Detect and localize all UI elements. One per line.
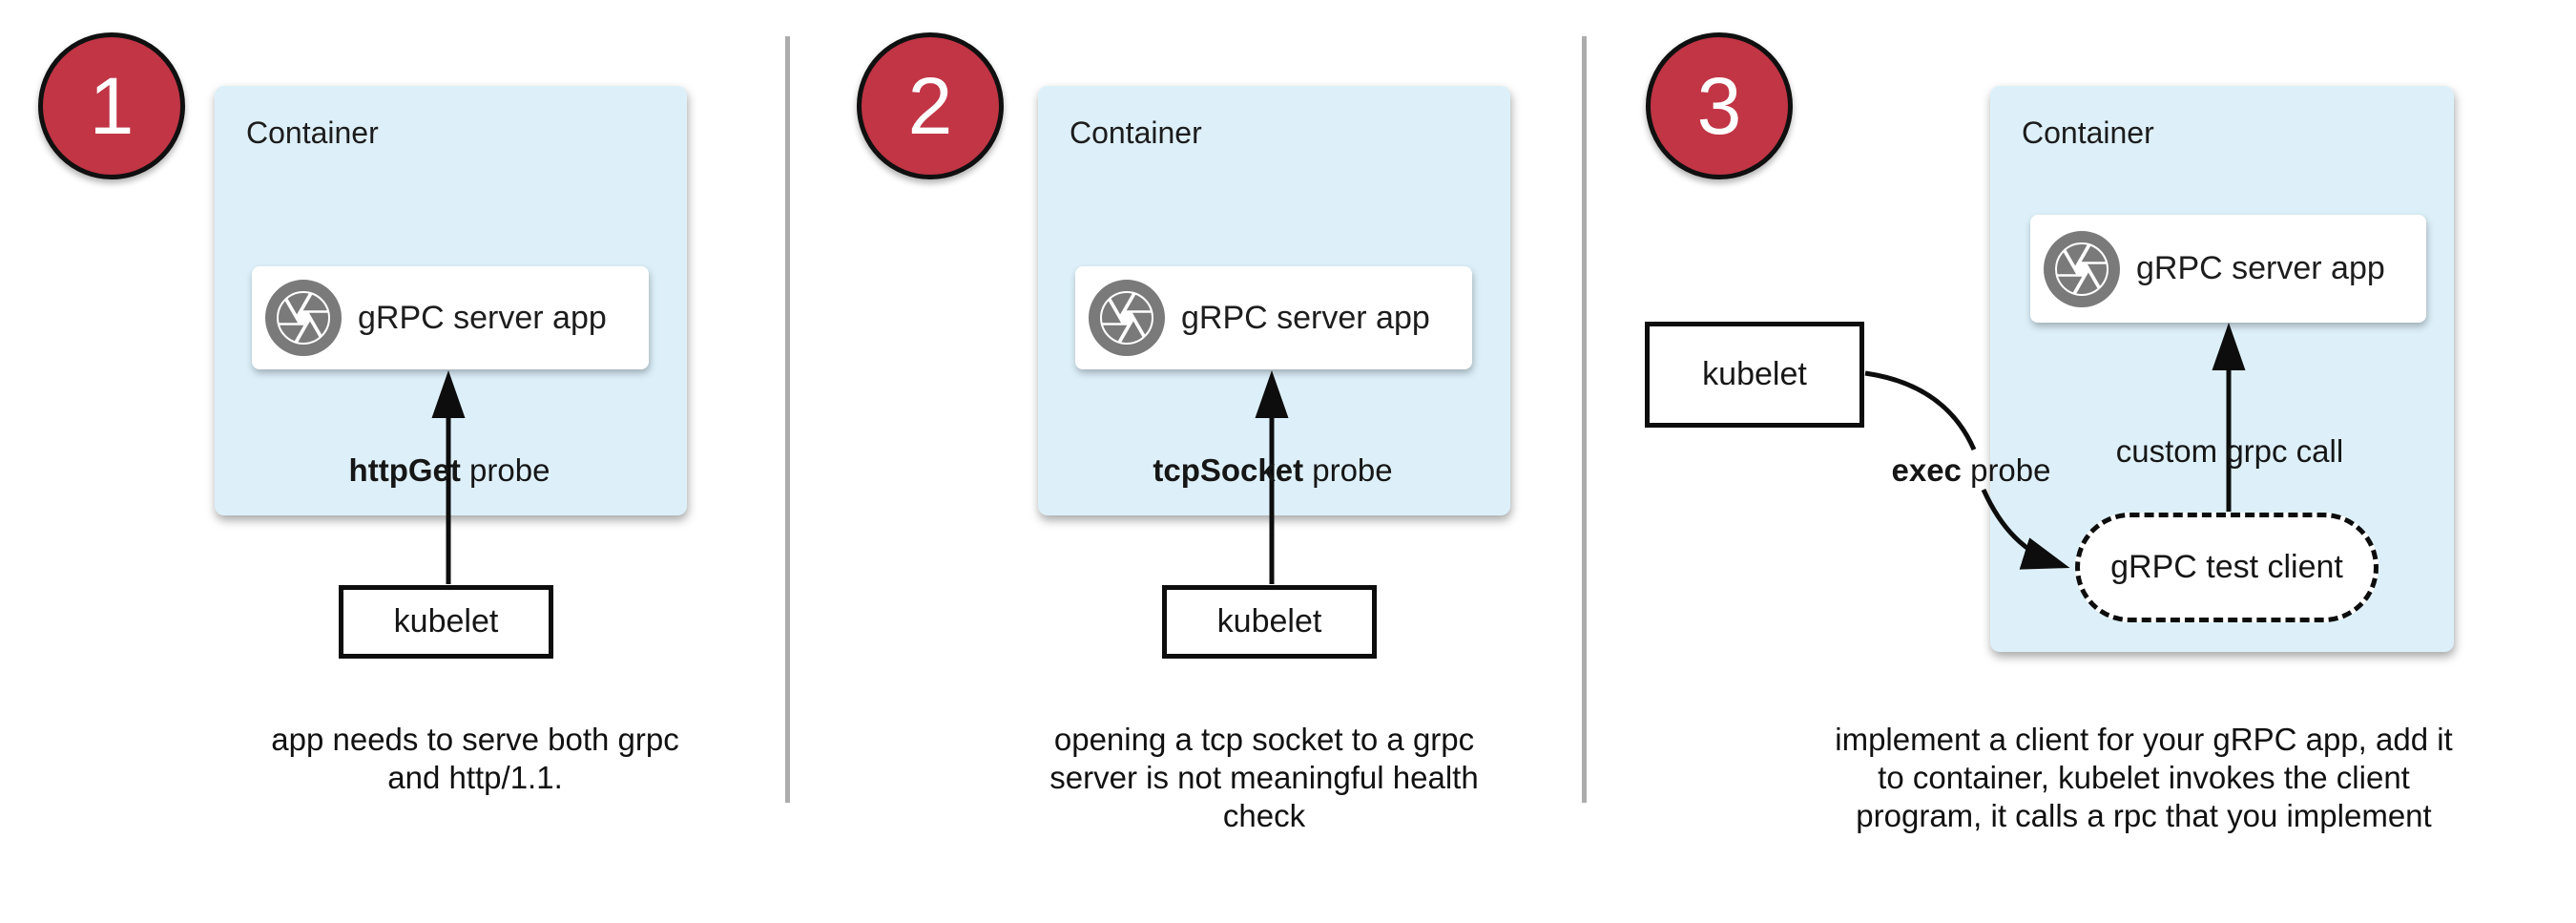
kubelet-label-1: kubelet — [393, 603, 499, 640]
caption-1-line-1: app needs to serve both grpc — [271, 722, 679, 757]
grpc-server-app-box-1: gRPC server app — [252, 266, 649, 369]
grpc-server-app-label-1: gRPC server app — [358, 299, 607, 336]
grpc-server-app-box-2: gRPC server app — [1075, 266, 1472, 369]
caption-3-line-2: to container, kubelet invokes the client — [1878, 760, 2410, 795]
kubelet-box-3: kubelet — [1645, 322, 1864, 428]
caption-3-line-3: program, it calls a rpc that you impleme… — [1856, 798, 2432, 833]
kubelet-label-2: kubelet — [1216, 603, 1322, 640]
container-label-1: Container — [246, 115, 379, 150]
kubelet-label-3: kubelet — [1702, 356, 1807, 392]
probe-label-3-rest: probe — [1961, 452, 2051, 488]
container-label-2: Container — [1070, 115, 1202, 150]
probe-label-1-bold: httpGet — [348, 452, 461, 488]
grpc-server-app-box-3: gRPC server app — [2030, 215, 2426, 323]
caption-2-line-1: opening a tcp socket to a grpc — [1053, 722, 1475, 757]
camera-aperture-icon — [2044, 230, 2120, 307]
caption-1-line-2: and http/1.1. — [387, 760, 563, 795]
grpc-test-client-label: gRPC test client — [2110, 549, 2343, 585]
grpc-server-app-label-2: gRPC server app — [1181, 299, 1430, 336]
caption-2: opening a tcp socket to a grpc server is… — [1016, 721, 1512, 835]
panel-divider-1 — [785, 36, 790, 803]
step-1-number: 1 — [89, 60, 135, 151]
custom-grpc-call-label: custom grpc call — [2115, 433, 2344, 469]
container-label-3: Container — [2022, 115, 2154, 150]
exec-probe-arrow-upper — [1864, 370, 1977, 451]
camera-aperture-icon — [265, 280, 342, 356]
panel-divider-2 — [1582, 36, 1587, 803]
step-3-number: 3 — [1696, 60, 1742, 151]
step-3-badge: 3 — [1646, 32, 1793, 179]
probe-label-2-rest: probe — [1303, 452, 1393, 488]
probe-label-1: httpGet probe — [349, 451, 551, 490]
caption-1: app needs to serve both grpc and http/1.… — [237, 721, 714, 797]
caption-2-line-2: server is not meaningful health — [1049, 760, 1479, 795]
probe-label-2: tcpSocket probe — [1153, 451, 1392, 490]
step-2-number: 2 — [907, 60, 953, 151]
caption-3: implement a client for your gRPC app, ad… — [1810, 721, 2478, 835]
grpc-server-app-label-3: gRPC server app — [2136, 250, 2385, 286]
caption-3-line-1: implement a client for your gRPC app, ad… — [1835, 722, 2453, 757]
probe-label-2-bold: tcpSocket — [1153, 452, 1304, 488]
probe-label-3-bold: exec — [1891, 452, 1962, 488]
kubelet-box-2: kubelet — [1162, 585, 1377, 659]
step-1-badge: 1 — [38, 32, 185, 179]
kubelet-box-1: kubelet — [339, 585, 553, 659]
probe-label-3: exec probe — [1892, 451, 2051, 490]
caption-2-line-3: check — [1222, 798, 1306, 833]
probe-label-1-rest: probe — [460, 452, 551, 488]
camera-aperture-icon — [1089, 280, 1165, 356]
step-2-badge: 2 — [857, 32, 1004, 179]
grpc-test-client-box: gRPC test client — [2075, 513, 2379, 622]
